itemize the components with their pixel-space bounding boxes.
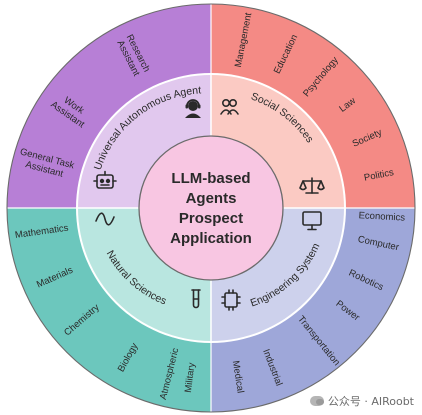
outer-item-social: Economics bbox=[358, 210, 405, 223]
scales-icon bbox=[299, 177, 325, 194]
watermark: 公众号 · AIRoobt bbox=[309, 393, 414, 409]
outer-item-engineering: Medical bbox=[230, 360, 246, 394]
outer-item-engineering: Military bbox=[183, 362, 198, 393]
center-line-3: Prospect bbox=[179, 210, 243, 227]
test-tube-icon bbox=[191, 289, 201, 309]
headset-agent-icon bbox=[185, 99, 201, 118]
wave-icon bbox=[95, 212, 115, 226]
wechat-icon bbox=[309, 396, 324, 406]
chip-icon bbox=[221, 289, 241, 311]
center-line-4: Application bbox=[170, 230, 252, 247]
center-line-1: LLM-based bbox=[171, 170, 250, 187]
monitor-icon bbox=[302, 211, 322, 231]
center-circle bbox=[138, 135, 284, 281]
center-title: LLM-based Agents Prospect Application bbox=[170, 170, 252, 247]
robot-icon bbox=[93, 170, 117, 189]
center-line-2: Agents bbox=[186, 190, 237, 207]
watermark-text: 公众号 · AIRoobt bbox=[327, 395, 414, 408]
people-icon bbox=[220, 98, 239, 115]
outer-border bbox=[6, 3, 416, 413]
